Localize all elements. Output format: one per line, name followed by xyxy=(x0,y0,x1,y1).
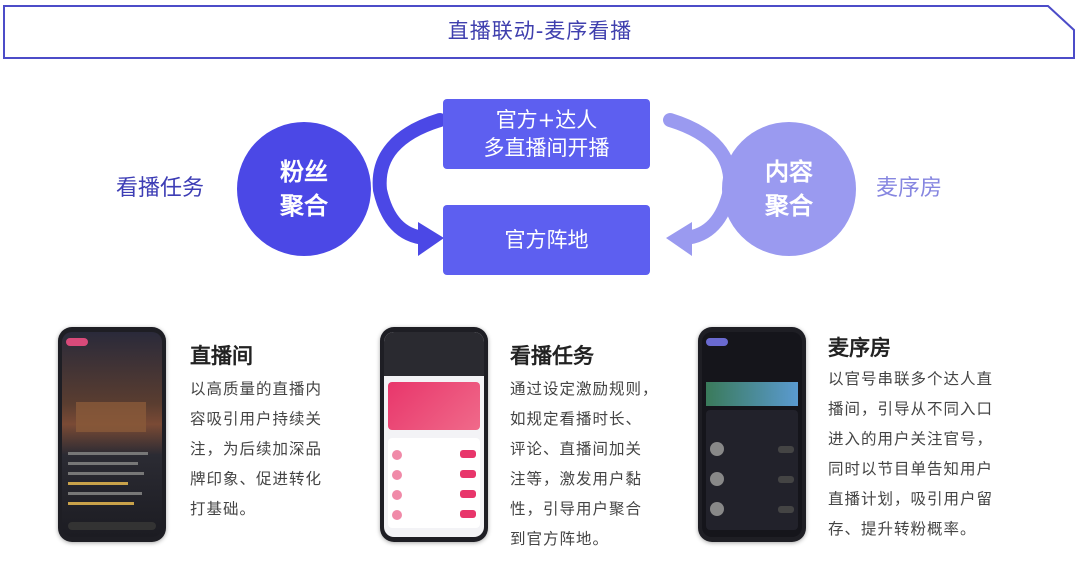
task-button xyxy=(460,450,476,458)
mic-room-screen xyxy=(702,332,802,537)
desc-line: 注，为后续加深品 xyxy=(190,440,323,458)
official-base-box: 官方阵地 xyxy=(443,205,650,275)
desc-line: 存、提升转粉概率。 xyxy=(828,520,977,538)
section-title-watch-task: 看播任务 xyxy=(510,344,594,368)
circle-text-line2: 聚合 xyxy=(765,192,813,220)
follow-button xyxy=(778,476,794,483)
desc-line: 同时以节目单告知用户 xyxy=(828,460,994,478)
desc-line: 如规定看播时长、 xyxy=(510,410,643,428)
desc-line: 打基础。 xyxy=(190,500,257,518)
desc-line: 进入的用户关注官号， xyxy=(828,430,994,448)
desc-line: 到官方阵地。 xyxy=(510,530,610,548)
desc-line: 以官号串联多个达人直 xyxy=(828,370,994,388)
phone-mockup-live-room xyxy=(58,327,166,542)
circle-text-line1: 内容 xyxy=(765,158,813,186)
fans-aggregation-circle: 粉丝 聚合 xyxy=(237,122,371,256)
section-desc-live-room: 以高质量的直播内 容吸引用户持续关 注，为后续加深品 牌印象、促进转化 打基础。 xyxy=(190,374,322,524)
section-desc-watch-task: 通过设定激励规则， 如规定看播时长、 评论、直播间加关 注等，激发用户黏 性，引… xyxy=(510,374,659,554)
desc-line: 容吸引用户持续关 xyxy=(190,410,323,428)
desc-line: 以高质量的直播内 xyxy=(190,380,323,398)
comment-input xyxy=(68,522,156,530)
comment-line xyxy=(68,482,128,485)
section-desc-mic-room: 以官号串联多个达人直 播间，引导从不同入口 进入的用户关注官号， 同时以节目单告… xyxy=(828,364,993,544)
right-label: 麦序房 xyxy=(876,176,943,201)
desc-line: 评论、直播间加关 xyxy=(510,440,643,458)
top-bar xyxy=(384,332,484,376)
comment-line xyxy=(68,452,148,455)
scene-image xyxy=(76,402,146,432)
section-title-live-room: 直播间 xyxy=(190,344,253,368)
official-and-influencers-box: 官方+达人 多直播间开播 xyxy=(443,99,650,169)
desc-line: 通过设定激励规则， xyxy=(510,380,659,398)
comment-line xyxy=(68,472,144,475)
streamer-avatar xyxy=(710,472,724,486)
comment-line xyxy=(68,502,134,505)
streamer-avatar xyxy=(710,442,724,456)
box-text-line2: 多直播间开播 xyxy=(483,136,610,160)
box-text-line1: 官方+达人 xyxy=(495,108,598,132)
desc-line: 直播计划，吸引用户留 xyxy=(828,490,994,508)
task-banner xyxy=(388,382,480,430)
desc-line: 性，引导用户聚合 xyxy=(510,500,643,518)
comment-line xyxy=(68,492,142,495)
section-title-mic-room: 麦序房 xyxy=(828,336,891,360)
banner-frame xyxy=(3,5,1075,59)
task-button xyxy=(460,490,476,498)
circle-text-line1: 粉丝 xyxy=(280,158,328,186)
streamer-avatar xyxy=(710,502,724,516)
host-avatar xyxy=(706,338,728,346)
task-icon xyxy=(392,450,402,460)
left-label: 看播任务 xyxy=(116,176,205,201)
comment-line xyxy=(68,462,138,465)
title-banner: 直播联动-麦序看播 xyxy=(0,0,1080,62)
box-text-line1: 官方阵地 xyxy=(504,228,589,252)
host-avatar xyxy=(66,338,88,346)
live-room-screen xyxy=(62,332,162,537)
phone-mockup-mic-room xyxy=(698,327,806,542)
task-icon xyxy=(392,470,402,480)
right-curved-arrow xyxy=(663,113,738,256)
desc-line: 播间，引导从不同入口 xyxy=(828,400,994,418)
desc-line: 注等，激发用户黏 xyxy=(510,470,643,488)
map-banner xyxy=(706,382,798,406)
watch-task-screen xyxy=(384,332,484,537)
page-title: 直播联动-麦序看播 xyxy=(447,19,633,43)
task-icon xyxy=(392,510,402,520)
phone-mockup-watch-task xyxy=(380,327,488,542)
task-icon xyxy=(392,490,402,500)
task-button xyxy=(460,470,476,478)
left-curved-arrow xyxy=(372,113,447,256)
content-aggregation-circle: 内容 聚合 xyxy=(722,122,856,256)
follow-button xyxy=(778,446,794,453)
desc-line: 牌印象、促进转化 xyxy=(190,470,323,488)
task-button xyxy=(460,510,476,518)
follow-button xyxy=(778,506,794,513)
circle-text-line2: 聚合 xyxy=(280,192,328,220)
